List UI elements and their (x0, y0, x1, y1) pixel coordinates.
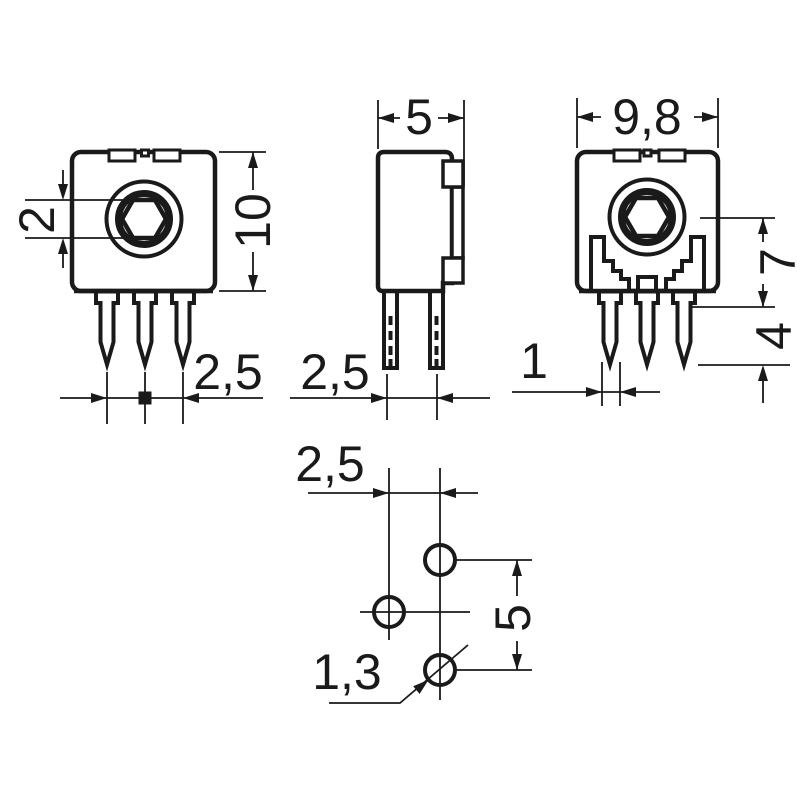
pin-hole (372, 595, 406, 629)
dimension-body-width (576, 98, 719, 148)
side-tab-top (441, 159, 465, 189)
dim-arrow (620, 387, 636, 397)
dim-arrow (448, 113, 464, 123)
dimension-pin-row-pitch (290, 374, 490, 420)
side-tab-bottom (441, 256, 465, 285)
pin (132, 289, 158, 372)
dimension-front-pin-pitch (60, 372, 263, 424)
dimension-body-height (219, 151, 266, 292)
side-body-outline (375, 149, 455, 294)
pin-serration-marks (388, 316, 439, 366)
dimensions (25, 98, 790, 704)
dim-arrow (577, 112, 593, 122)
pin (428, 289, 445, 370)
leader-arrow (413, 679, 429, 694)
dim-arrow (373, 488, 389, 498)
pin-hole (423, 653, 457, 687)
dim-arrow (248, 275, 258, 291)
pin (94, 289, 120, 372)
dim-arrow (512, 654, 522, 670)
mounting-notch (107, 148, 137, 163)
dim-equal-spacing-marker (138, 391, 152, 405)
dim-label-body-height: 10 (225, 193, 281, 249)
dimension-hole-pitch-x (308, 488, 478, 498)
side-view (375, 149, 465, 370)
dimension-pin-width (512, 362, 660, 406)
dim-label-front-pin-pitch: 2,5 (193, 344, 263, 400)
rear-pins (597, 289, 697, 372)
center-notch (642, 148, 653, 158)
dim-label-hole-pitch-x: 2,5 (295, 436, 365, 492)
dim-arrow (758, 291, 768, 307)
footprint-view (360, 468, 470, 700)
front-view (69, 148, 218, 372)
rear-top-notches (612, 148, 687, 163)
center-notch (140, 148, 150, 158)
pin (671, 289, 697, 372)
pin-hole (423, 543, 457, 577)
dimension-hole-pitch-y (456, 559, 532, 671)
dim-arrow (371, 393, 387, 403)
mounting-notch (152, 148, 182, 163)
front-top-notches (107, 148, 182, 163)
dim-arrow (512, 560, 522, 576)
dimension-hex-across-flats (25, 170, 133, 268)
pin (597, 289, 623, 372)
mounting-notch (612, 148, 642, 163)
dim-arrow (91, 393, 107, 403)
dim-label-pin-row-pitch: 2,5 (300, 344, 370, 400)
dimension-pin-protrusion (698, 364, 790, 403)
mounting-notch (657, 148, 687, 163)
dimension-hole-diameter-leader (329, 644, 469, 704)
pin (382, 289, 399, 370)
dim-label-body-width: 9,8 (612, 89, 682, 145)
dim-arrow (702, 112, 718, 122)
dim-arrow (58, 238, 68, 254)
dim-arrow (183, 393, 199, 403)
dim-arrow (248, 152, 258, 168)
dim-label-center-to-seat: 7 (750, 248, 800, 276)
dim-label-hex-across-flats: 2 (9, 206, 65, 234)
dim-label-pin-protrusion: 4 (746, 322, 800, 350)
dim-arrow (440, 488, 456, 498)
rear-view (574, 148, 721, 372)
adjuster-rotor-ring (115, 190, 173, 248)
dim-label-pin-width: 1 (520, 333, 548, 389)
pin (634, 289, 660, 372)
dim-label-hole-pitch-y: 5 (485, 604, 541, 632)
dim-arrow (758, 365, 768, 381)
side-rail-bar (450, 185, 465, 260)
side-pins (382, 289, 445, 370)
dimension-labels: 2 10 2,5 5 2,5 9,8 7 4 1 2,5 5 1,3 (9, 89, 800, 700)
dim-label-hole-diameter: 1,3 (312, 644, 382, 700)
internal-terminals (589, 235, 706, 294)
dim-label-body-depth: 5 (405, 89, 433, 145)
adjuster-rotor-ring (618, 188, 676, 246)
dim-arrow (758, 218, 768, 234)
dimension-body-depth (377, 100, 465, 186)
front-pins (94, 289, 196, 372)
dim-arrow (378, 113, 394, 123)
dim-arrow (586, 387, 602, 397)
dim-arrow (58, 184, 68, 200)
dim-arrow (437, 393, 453, 403)
hex-socket (119, 197, 169, 241)
hex-socket (622, 195, 672, 239)
pin (170, 289, 196, 372)
dimension-center-to-seat (690, 217, 775, 308)
